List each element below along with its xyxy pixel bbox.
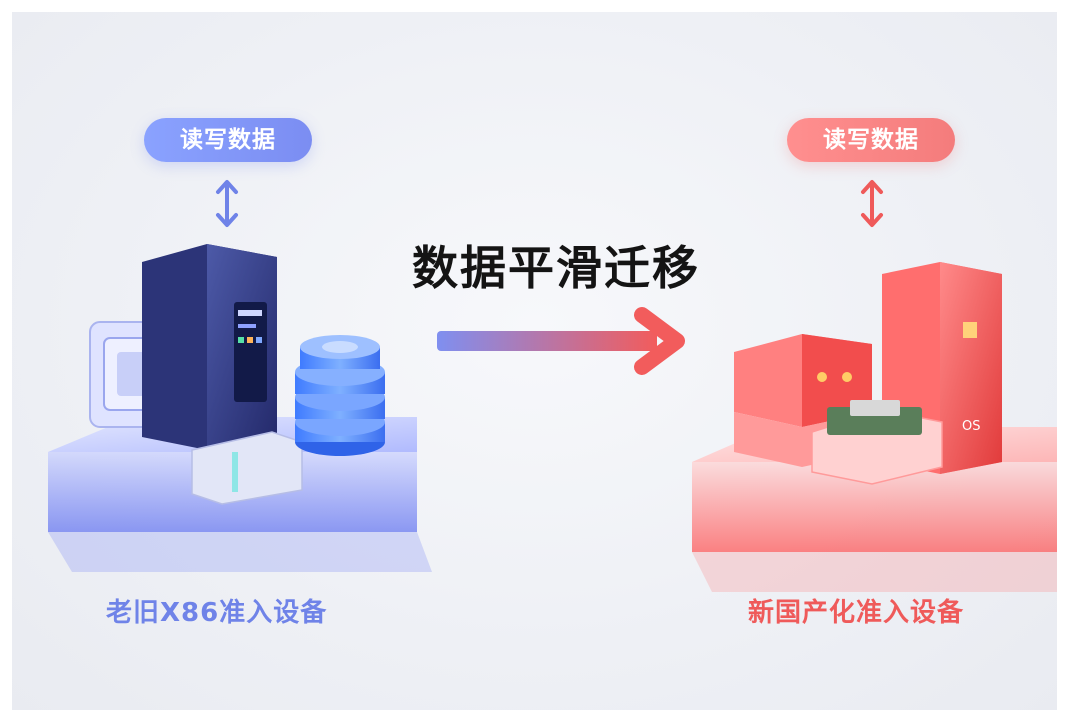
left-read-write-badge: 读写数据 <box>144 118 312 162</box>
right-bidirectional-arrow-icon <box>861 180 883 227</box>
left-device-caption: 老旧X86准入设备 <box>106 598 328 628</box>
left-server-tower-icon <box>142 244 277 450</box>
illustration: OS <box>48 180 1057 592</box>
left-module-icon <box>191 431 303 505</box>
migration-title: 数据平滑迁移 <box>412 241 700 295</box>
left-database-icon <box>295 335 385 456</box>
migration-arrow-icon <box>437 307 685 375</box>
diagram-canvas: OS <box>12 12 1057 710</box>
right-read-write-badge: 读写数据 <box>787 118 955 162</box>
os-label: OS <box>962 419 980 434</box>
right-cpu-chip-icon <box>811 400 943 485</box>
right-device-caption: 新国产化准入设备 <box>748 598 965 628</box>
left-bidirectional-arrow-icon <box>216 180 238 227</box>
